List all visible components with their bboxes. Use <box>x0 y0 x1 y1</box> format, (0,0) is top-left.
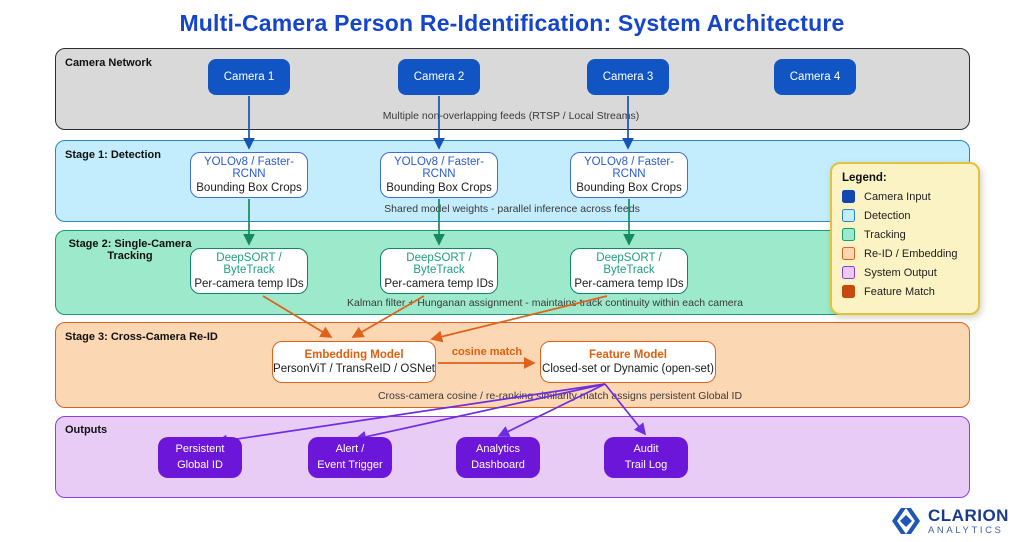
system-output-swatch <box>842 266 855 279</box>
legend-label-tracking: Tracking <box>864 228 906 241</box>
embedding-model-node: Embedding Model PersonViT / TransReID / … <box>272 341 436 383</box>
output-alert-line2: Event Trigger <box>317 458 383 471</box>
legend-label-feature-match: Feature Match <box>864 285 935 298</box>
camera-3-node: Camera 3 <box>587 59 669 95</box>
output-alert-line1: Alert / <box>335 442 365 455</box>
tracker-3-output: Per-camera temp IDs <box>574 278 684 290</box>
clarion-analytics-logo: CLARION ANALYTICS <box>890 505 1009 537</box>
detector-1-output: Bounding Box Crops <box>196 182 302 194</box>
tracker-2-model: DeepSORT / ByteTrack <box>406 252 472 276</box>
detector-1-model: YOLOv8 / Faster-RCNN <box>203 156 295 180</box>
camera-input-swatch <box>842 190 855 203</box>
feature-model-subtitle: Closed-set or Dynamic (open-set) <box>542 363 714 375</box>
detector-3-node: YOLOv8 / Faster-RCNN Bounding Box Crops <box>570 152 688 198</box>
stage3-reid-band <box>55 322 970 408</box>
tracking-swatch <box>842 228 855 241</box>
detector-1-node: YOLOv8 / Faster-RCNN Bounding Box Crops <box>190 152 308 198</box>
legend-item-detection: Detection <box>842 209 968 222</box>
feature-model-title: Feature Model <box>589 349 667 361</box>
logo-name: CLARION <box>928 505 1009 525</box>
legend-label-system-output: System Output <box>864 266 937 279</box>
detector-2-model: YOLOv8 / Faster-RCNN <box>393 156 485 180</box>
embedding-model-subtitle: PersonViT / TransReID / OSNet <box>273 363 435 375</box>
stage2-caption: Kalman filter + Hunganan assignment - ma… <box>347 297 743 309</box>
legend-label-reid: Re-ID / Embedding <box>864 247 958 260</box>
legend-item-reid: Re-ID / Embedding <box>842 247 968 260</box>
stage1-label: Stage 1: Detection <box>65 149 161 161</box>
tracker-3-model: DeepSORT / ByteTrack <box>596 252 662 276</box>
outputs-label: Outputs <box>65 424 108 436</box>
cosine-match-label: cosine match <box>451 346 523 358</box>
legend-title: Legend: <box>842 172 887 184</box>
legend-item-feature-match: Feature Match <box>842 285 968 298</box>
output-audit-node: Audit Trail Log <box>604 437 688 478</box>
stage3-caption: Cross-camera cosine / re-ranking similar… <box>377 390 743 402</box>
detector-2-node: YOLOv8 / Faster-RCNN Bounding Box Crops <box>380 152 498 198</box>
camera-1-node: Camera 1 <box>208 59 290 95</box>
output-audit-line1: Audit <box>633 442 659 455</box>
camera-network-label: Camera Network <box>65 57 152 69</box>
camera-2-node: Camera 2 <box>398 59 480 95</box>
legend-item-tracking: Tracking <box>842 228 968 241</box>
detector-3-output: Bounding Box Crops <box>576 182 682 194</box>
arrow-tracker3-to-embedding <box>430 295 608 343</box>
detector-3-model: YOLOv8 / Faster-RCNN <box>583 156 675 180</box>
tracker-2-node: DeepSORT / ByteTrack Per-camera temp IDs <box>380 248 498 294</box>
output-global-id-line2: Global ID <box>177 458 223 471</box>
stage2-label: Stage 2: Single-Camera Tracking <box>68 238 192 262</box>
arrow-feature-to-global-id <box>215 383 606 447</box>
detector-2-output: Bounding Box Crops <box>386 182 492 194</box>
legend-item-camera-input: Camera Input <box>842 190 968 203</box>
output-dashboard-line2: Dashboard <box>471 458 525 471</box>
feature-model-node: Feature Model Closed-set or Dynamic (ope… <box>540 341 716 383</box>
tracker-1-output: Per-camera temp IDs <box>194 278 304 290</box>
output-dashboard-line1: Analytics <box>475 442 521 455</box>
tracker-3-node: DeepSORT / ByteTrack Per-camera temp IDs <box>570 248 688 294</box>
arrow-feature-to-audit <box>604 383 647 436</box>
tracker-1-node: DeepSORT / ByteTrack Per-camera temp IDs <box>190 248 308 294</box>
output-dashboard-node: Analytics Dashboard <box>456 437 540 478</box>
legend-item-system-output: System Output <box>842 266 968 279</box>
output-audit-line2: Trail Log <box>624 458 668 471</box>
stage1-caption: Shared model weights - parallel inferenc… <box>384 203 640 215</box>
reid-swatch <box>842 247 855 260</box>
feature-match-swatch <box>842 285 855 298</box>
page-title: Multi-Camera Person Re-Identification: S… <box>179 10 845 36</box>
legend-label-camera-input: Camera Input <box>864 190 931 203</box>
arrow-tracker2-to-embedding <box>351 295 425 338</box>
arrow-feature-to-dashboard <box>497 383 606 437</box>
embedding-model-title: Embedding Model <box>304 349 404 361</box>
tracker-2-output: Per-camera temp IDs <box>384 278 494 290</box>
legend-panel: Legend: Camera Input Detection Tracking … <box>830 162 980 315</box>
tracker-1-model: DeepSORT / ByteTrack <box>216 252 282 276</box>
arrow-tracker1-to-embedding <box>262 295 333 338</box>
logo-subtitle: ANALYTICS <box>928 524 1004 536</box>
stage3-label: Stage 3: Cross-Camera Re-ID <box>65 331 218 343</box>
camera-network-caption: Multiple non-overlapping feeds (RTSP / L… <box>382 110 640 122</box>
detection-swatch <box>842 209 855 222</box>
camera-4-node: Camera 4 <box>774 59 856 95</box>
legend-label-detection: Detection <box>864 209 911 222</box>
output-global-id-node: Persistent Global ID <box>158 437 242 478</box>
logo-text: CLARION ANALYTICS <box>928 507 1009 536</box>
clarion-logo-icon <box>892 508 920 534</box>
output-global-id-line1: Persistent <box>175 442 225 455</box>
output-alert-node: Alert / Event Trigger <box>308 437 392 478</box>
arrow-feature-to-alert <box>354 383 606 443</box>
